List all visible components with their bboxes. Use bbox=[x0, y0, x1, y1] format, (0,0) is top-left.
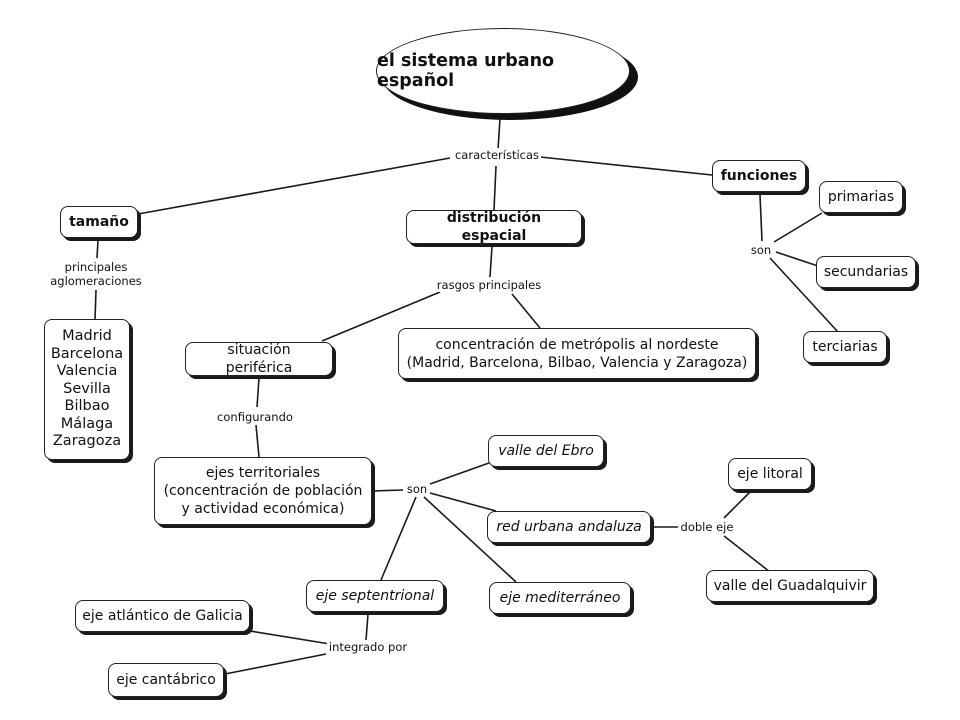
node-tamano[interactable]: tamaño bbox=[60, 206, 138, 238]
link-label-son-ejes: son bbox=[404, 482, 430, 496]
city-item: Barcelona bbox=[50, 345, 124, 362]
node-valle-guadalquivir[interactable]: valle del Guadalquivir bbox=[706, 570, 874, 602]
node-eje-septentrional[interactable]: eje septentrional bbox=[306, 580, 444, 612]
link-label-integrado-por: integrado por bbox=[326, 640, 410, 654]
node-ejes-territoriales[interactable]: ejes territoriales (concentración de pob… bbox=[154, 457, 372, 525]
node-eje-mediterraneo[interactable]: eje mediterráneo bbox=[489, 582, 631, 614]
node-red-urbana-andaluza[interactable]: red urbana andaluza bbox=[487, 511, 651, 543]
root-node[interactable]: el sistema urbano español bbox=[376, 28, 630, 114]
link-label-principales-aglomeraciones: principales aglomeraciones bbox=[48, 260, 144, 288]
link-label-configurando: configurando bbox=[215, 410, 295, 424]
node-eje-litoral[interactable]: eje litoral bbox=[728, 458, 812, 490]
node-valle-del-ebro[interactable]: valle del Ebro bbox=[488, 435, 604, 467]
node-terciarias[interactable]: terciarias bbox=[803, 331, 887, 363]
link-label-doble-eje: doble eje bbox=[678, 520, 736, 534]
node-situacion-periferica[interactable]: situación periférica bbox=[185, 342, 333, 376]
node-eje-atlantico-galicia[interactable]: eje atlántico de Galicia bbox=[75, 600, 250, 632]
node-eje-cantabrico[interactable]: eje cantábrico bbox=[108, 663, 224, 697]
link-label-rasgos-principales: rasgos principales bbox=[434, 278, 544, 292]
city-item: Zaragoza bbox=[52, 433, 122, 450]
node-funciones[interactable]: funciones bbox=[712, 160, 806, 192]
city-item: Valencia bbox=[56, 363, 118, 380]
link-label-son-funciones: son bbox=[748, 243, 774, 257]
node-cities-list[interactable]: Madrid Barcelona Valencia Sevilla Bilbao… bbox=[44, 319, 130, 460]
city-item: Bilbao bbox=[64, 398, 110, 415]
node-concentracion-metropolis[interactable]: concentración de metrópolis al nordeste … bbox=[398, 328, 756, 379]
city-item: Málaga bbox=[60, 415, 114, 432]
node-distribucion-espacial[interactable]: distribución espacial bbox=[406, 210, 582, 244]
city-item: Sevilla bbox=[63, 380, 111, 397]
node-primarias[interactable]: primarias bbox=[819, 181, 903, 213]
link-label-caracteristicas: características bbox=[452, 148, 542, 162]
node-secundarias[interactable]: secundarias bbox=[816, 256, 916, 288]
city-item: Madrid bbox=[62, 328, 112, 345]
